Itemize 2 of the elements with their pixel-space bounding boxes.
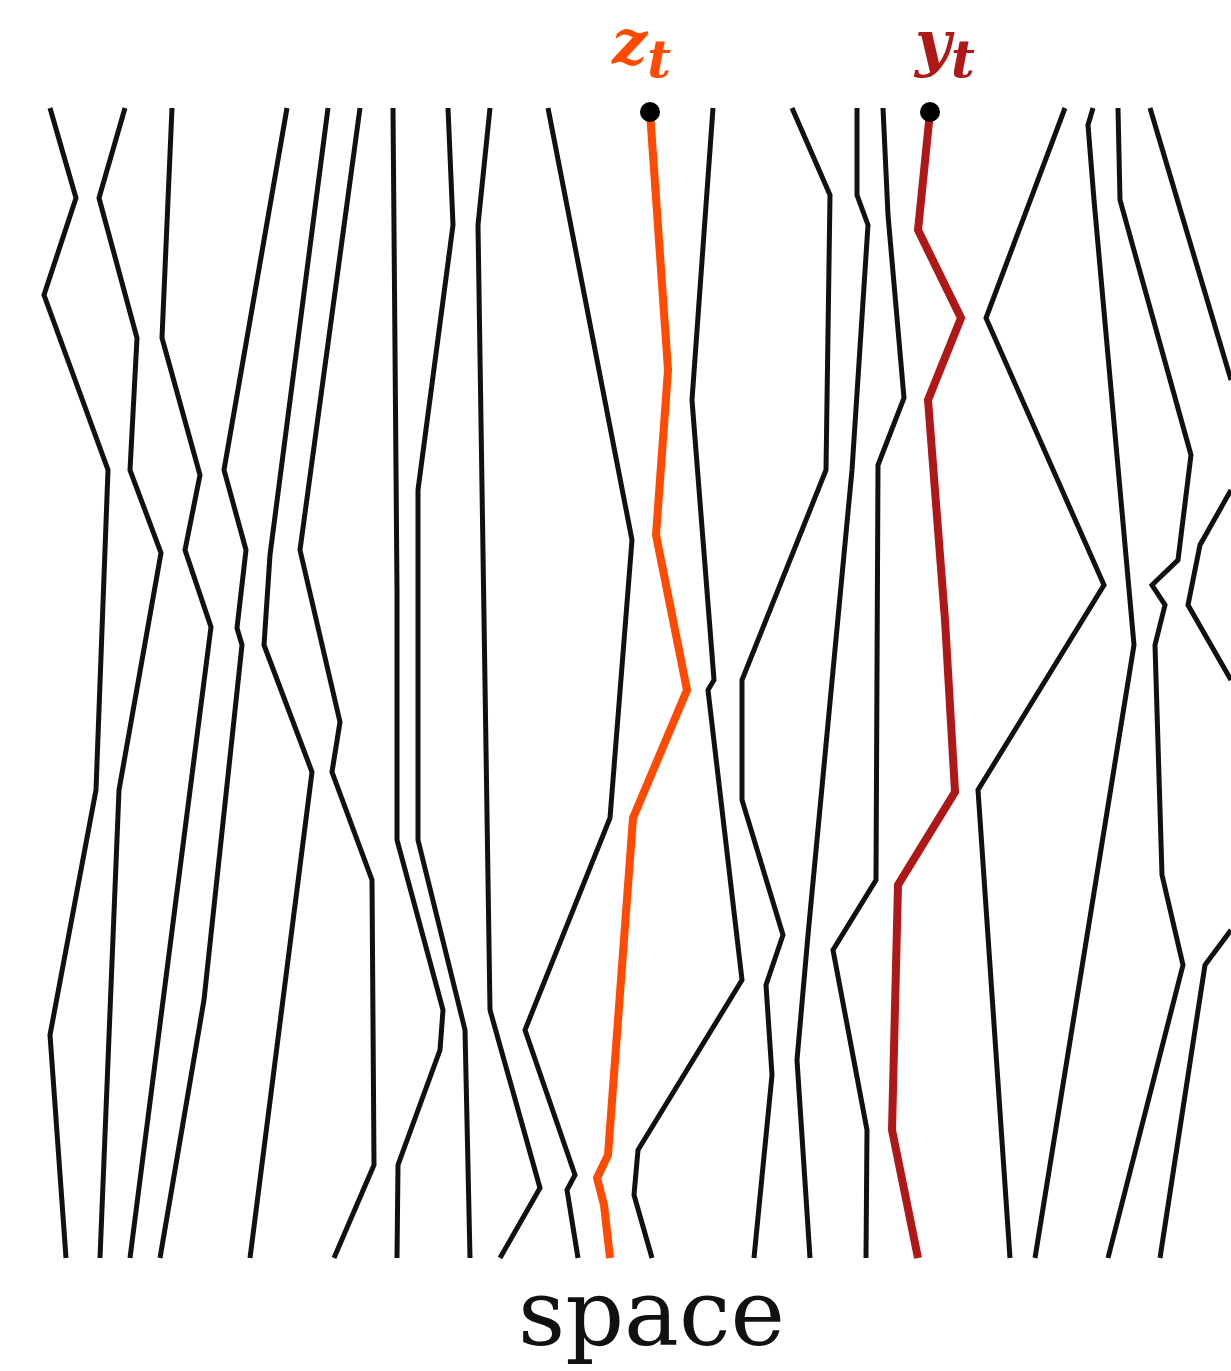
path-label: z$_{t}$ [612, 12, 672, 86]
path-label: y$_{t}$ [915, 12, 975, 86]
